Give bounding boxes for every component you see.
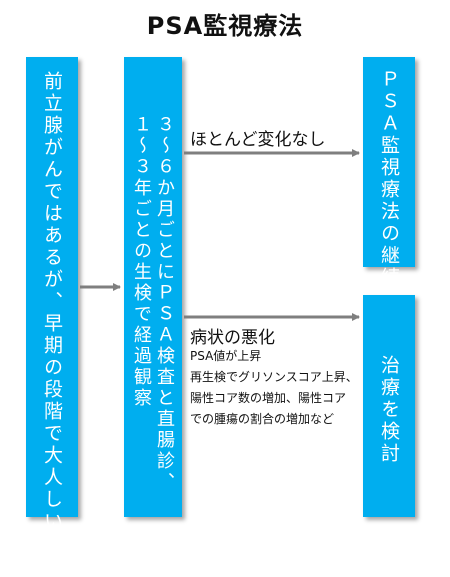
- box-consider-treatment-text: 治療を検討: [378, 355, 400, 465]
- box-continue-surveillance-text: ＰＳＡ監視療法の継続: [378, 69, 400, 289]
- detail-line: 陽性コア数の増加、陽性コア: [190, 391, 347, 405]
- box-follow-up-monitoring: ３～６か月ごとにＰＳＡ検査と直腸診、１～３年ごとの生検で経過観察: [124, 57, 182, 517]
- detail-line: での腫瘍の割合の増加など: [190, 412, 335, 426]
- monitoring-line-1: ３～６か月ごとにＰＳＡ検査と直腸診、: [154, 115, 175, 493]
- worsening-details: PSA値が上昇 再生検でグリソンスコア上昇、 陽性コア数の増加、陽性コア での腫…: [190, 346, 358, 430]
- monitoring-line-2: １～３年ごとの生検で経過観察: [131, 115, 152, 409]
- label-no-change: ほとんど変化なし: [190, 130, 326, 150]
- box-consider-treatment: 治療を検討: [363, 295, 415, 517]
- detail-line: PSA値が上昇: [190, 349, 262, 363]
- diagram-title: PSA監視療法: [146, 12, 304, 40]
- connector-arrows: [80, 149, 360, 321]
- box-early-stage-cancer-text: 前立腺がんではあるが、早期の段階で大人しい性質: [41, 71, 63, 577]
- box-early-stage-cancer: 前立腺がんではあるが、早期の段階で大人しい性質: [26, 57, 78, 577]
- detail-line: 再生検でグリソンスコア上昇、: [190, 370, 358, 384]
- box-continue-surveillance: ＰＳＡ監視療法の継続: [363, 57, 415, 289]
- label-worsening: 病状の悪化: [190, 328, 275, 348]
- box-follow-up-monitoring-text: ３～６か月ごとにＰＳＡ検査と直腸診、１～３年ごとの生検で経過観察: [130, 57, 176, 493]
